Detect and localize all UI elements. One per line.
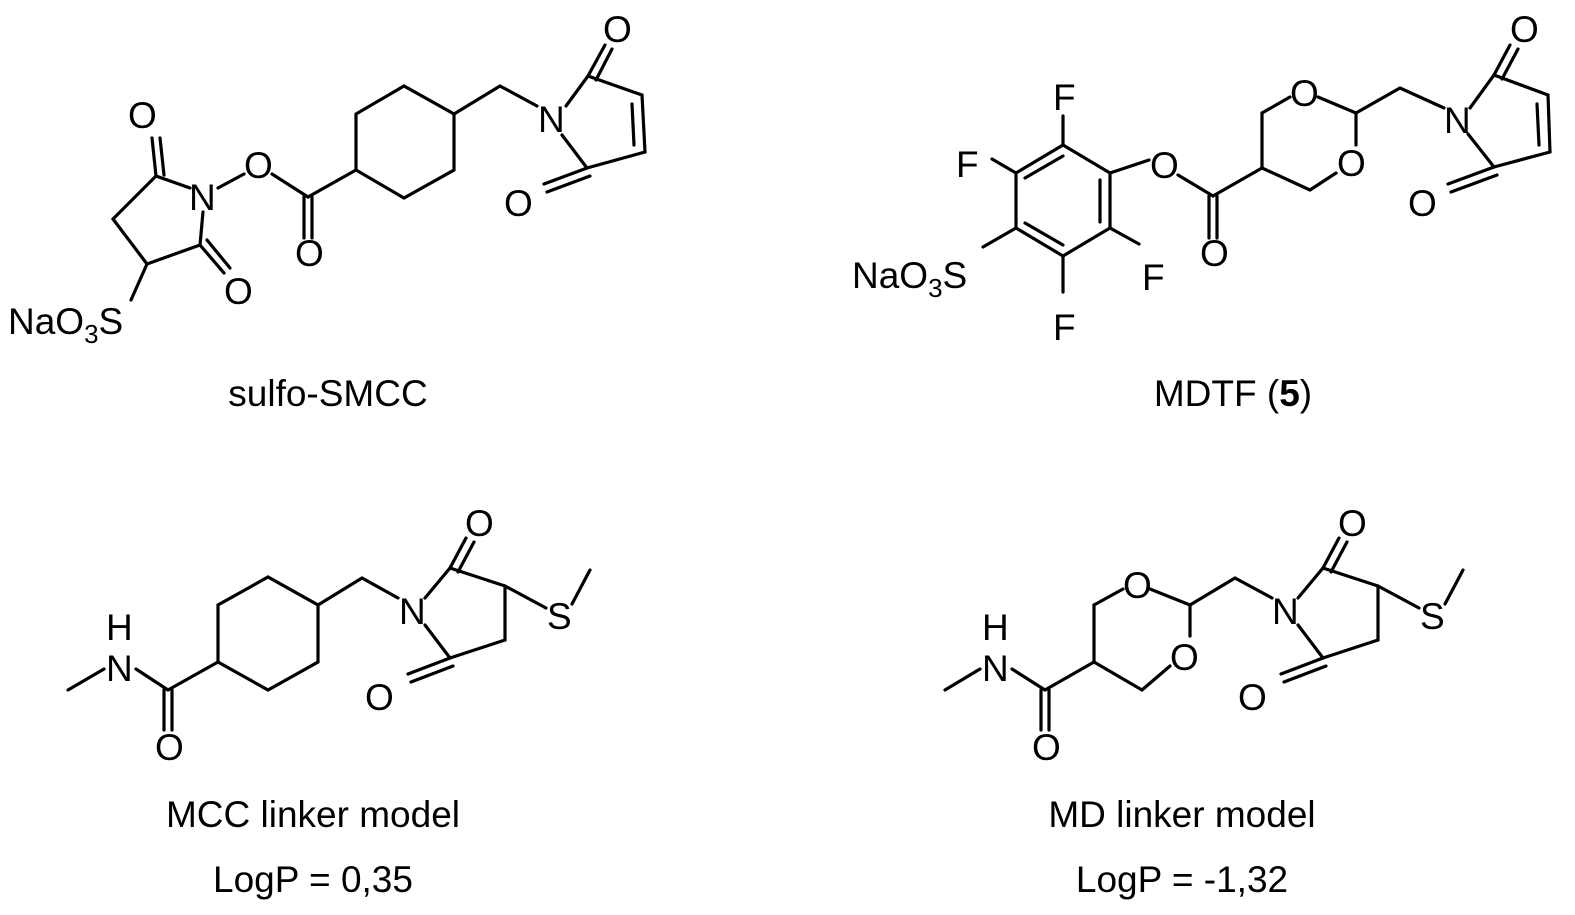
sulfo-smcc-nhs-ring [111, 136, 232, 302]
sulfo-smcc-maleimide-nitrogen: N [538, 99, 565, 140]
sulfo-smcc-oc-bond [270, 172, 310, 199]
mdtf-dioxane-oxygen-bottom: O [1337, 143, 1366, 184]
sulfo-smcc-sulfonate-label: NaO3S [8, 301, 123, 349]
mdtf-fluorine-bottom: F [1053, 307, 1076, 348]
mcc-succinimide-carbonyl-top-oxygen: O [465, 503, 494, 544]
mdtf-maleimide-carbonyl-top-oxygen: O [1510, 9, 1539, 50]
mcc-linker-model-structure: H N O N O O S MCC linker model LogP = 0,… [66, 503, 592, 900]
mdtf-dioxane-oxygen-top: O [1290, 73, 1319, 114]
md-caption: MD linker model [1048, 794, 1315, 835]
mdtf-ester-carbonyl-oxygen: O [1200, 233, 1229, 274]
md-succinimide-carbonyl-bottom-oxygen: O [1238, 677, 1267, 718]
sulfo-smcc-structure: O N O O O N O O NaO3S sulfo-SMCC [8, 9, 647, 414]
md-amide-nitrogen: N [982, 648, 1009, 689]
mcc-caption: MCC linker model [166, 794, 460, 835]
sulfo-smcc-cyclohexane-ring [354, 84, 456, 200]
mcc-cyclohexane-ring [216, 575, 320, 692]
mdtf-structure: F F F F NaO3S O O O O N O O MDTF (5) [852, 9, 1552, 414]
mdtf-maleimide-nitrogen: N [1444, 100, 1471, 141]
mdtf-sulfonate-label: NaO3S [852, 255, 967, 303]
mdtf-ester-oxygen: O [1150, 145, 1179, 186]
md-amide-carbonyl-oxygen: O [1032, 727, 1061, 768]
md-linker-model-structure: H N O O O N O O S MD linker model LogP =… [943, 503, 1465, 900]
mdtf-dioxane-ring [1211, 166, 1264, 198]
md-dioxane-oxygen-top: O [1123, 565, 1152, 606]
mcc-succinimide-nitrogen: N [399, 591, 426, 632]
mdtf-caption: MDTF (5) [1154, 373, 1312, 414]
sulfo-smcc-maleimide-carbonyl-top-oxygen: O [603, 9, 632, 50]
mcc-sulfur: S [547, 596, 572, 637]
mdtf-maleimide-ring [1446, 43, 1552, 194]
mcc-amide-carbonyl-oxygen: O [155, 727, 184, 768]
mdtf-maleimide-carbonyl-bottom-oxygen: O [1408, 183, 1437, 224]
sulfo-smcc-maleimide-ring [542, 43, 647, 194]
sulfo-smcc-ester-oxygen: O [244, 145, 273, 186]
sulfo-smcc-nhs-carbonyl-top-oxygen: O [128, 95, 157, 136]
mcc-succinimide-ring [406, 536, 592, 684]
md-succinimide-carbonyl-top-oxygen: O [1338, 503, 1367, 544]
mdtf-fluorine-right: F [1142, 257, 1165, 298]
md-logp: LogP = -1,32 [1076, 859, 1288, 900]
mcc-amide-nitrogen: N [106, 648, 133, 689]
mdtf-tetrafluorophenyl-ring [1014, 143, 1112, 258]
sulfo-smcc-nhs-carbonyl-bottom-oxygen: O [224, 271, 253, 312]
mcc-logp: LogP = 0,35 [213, 859, 413, 900]
sulfo-smcc-no-bond [216, 172, 246, 190]
md-sulfur: S [1420, 596, 1445, 637]
sulfo-smcc-ester-carbonyl-oxygen: O [295, 233, 324, 274]
mcc-amide-hydrogen: H [106, 607, 133, 648]
mcc-succinimide-carbonyl-bottom-oxygen: O [365, 677, 394, 718]
mdtf-fluorine-left: F [956, 144, 979, 185]
sulfo-smcc-nhs-nitrogen: N [189, 177, 216, 218]
md-amide-hydrogen: H [982, 607, 1009, 648]
md-succinimide-nitrogen: N [1272, 591, 1299, 632]
md-succinimide-ring [1279, 536, 1465, 684]
md-dioxane-oxygen-bottom: O [1170, 637, 1199, 678]
sulfo-smcc-maleimide-carbonyl-bottom-oxygen: O [504, 183, 533, 224]
sulfo-smcc-caption: sulfo-SMCC [228, 373, 427, 414]
mdtf-fluorine-top: F [1053, 77, 1076, 118]
